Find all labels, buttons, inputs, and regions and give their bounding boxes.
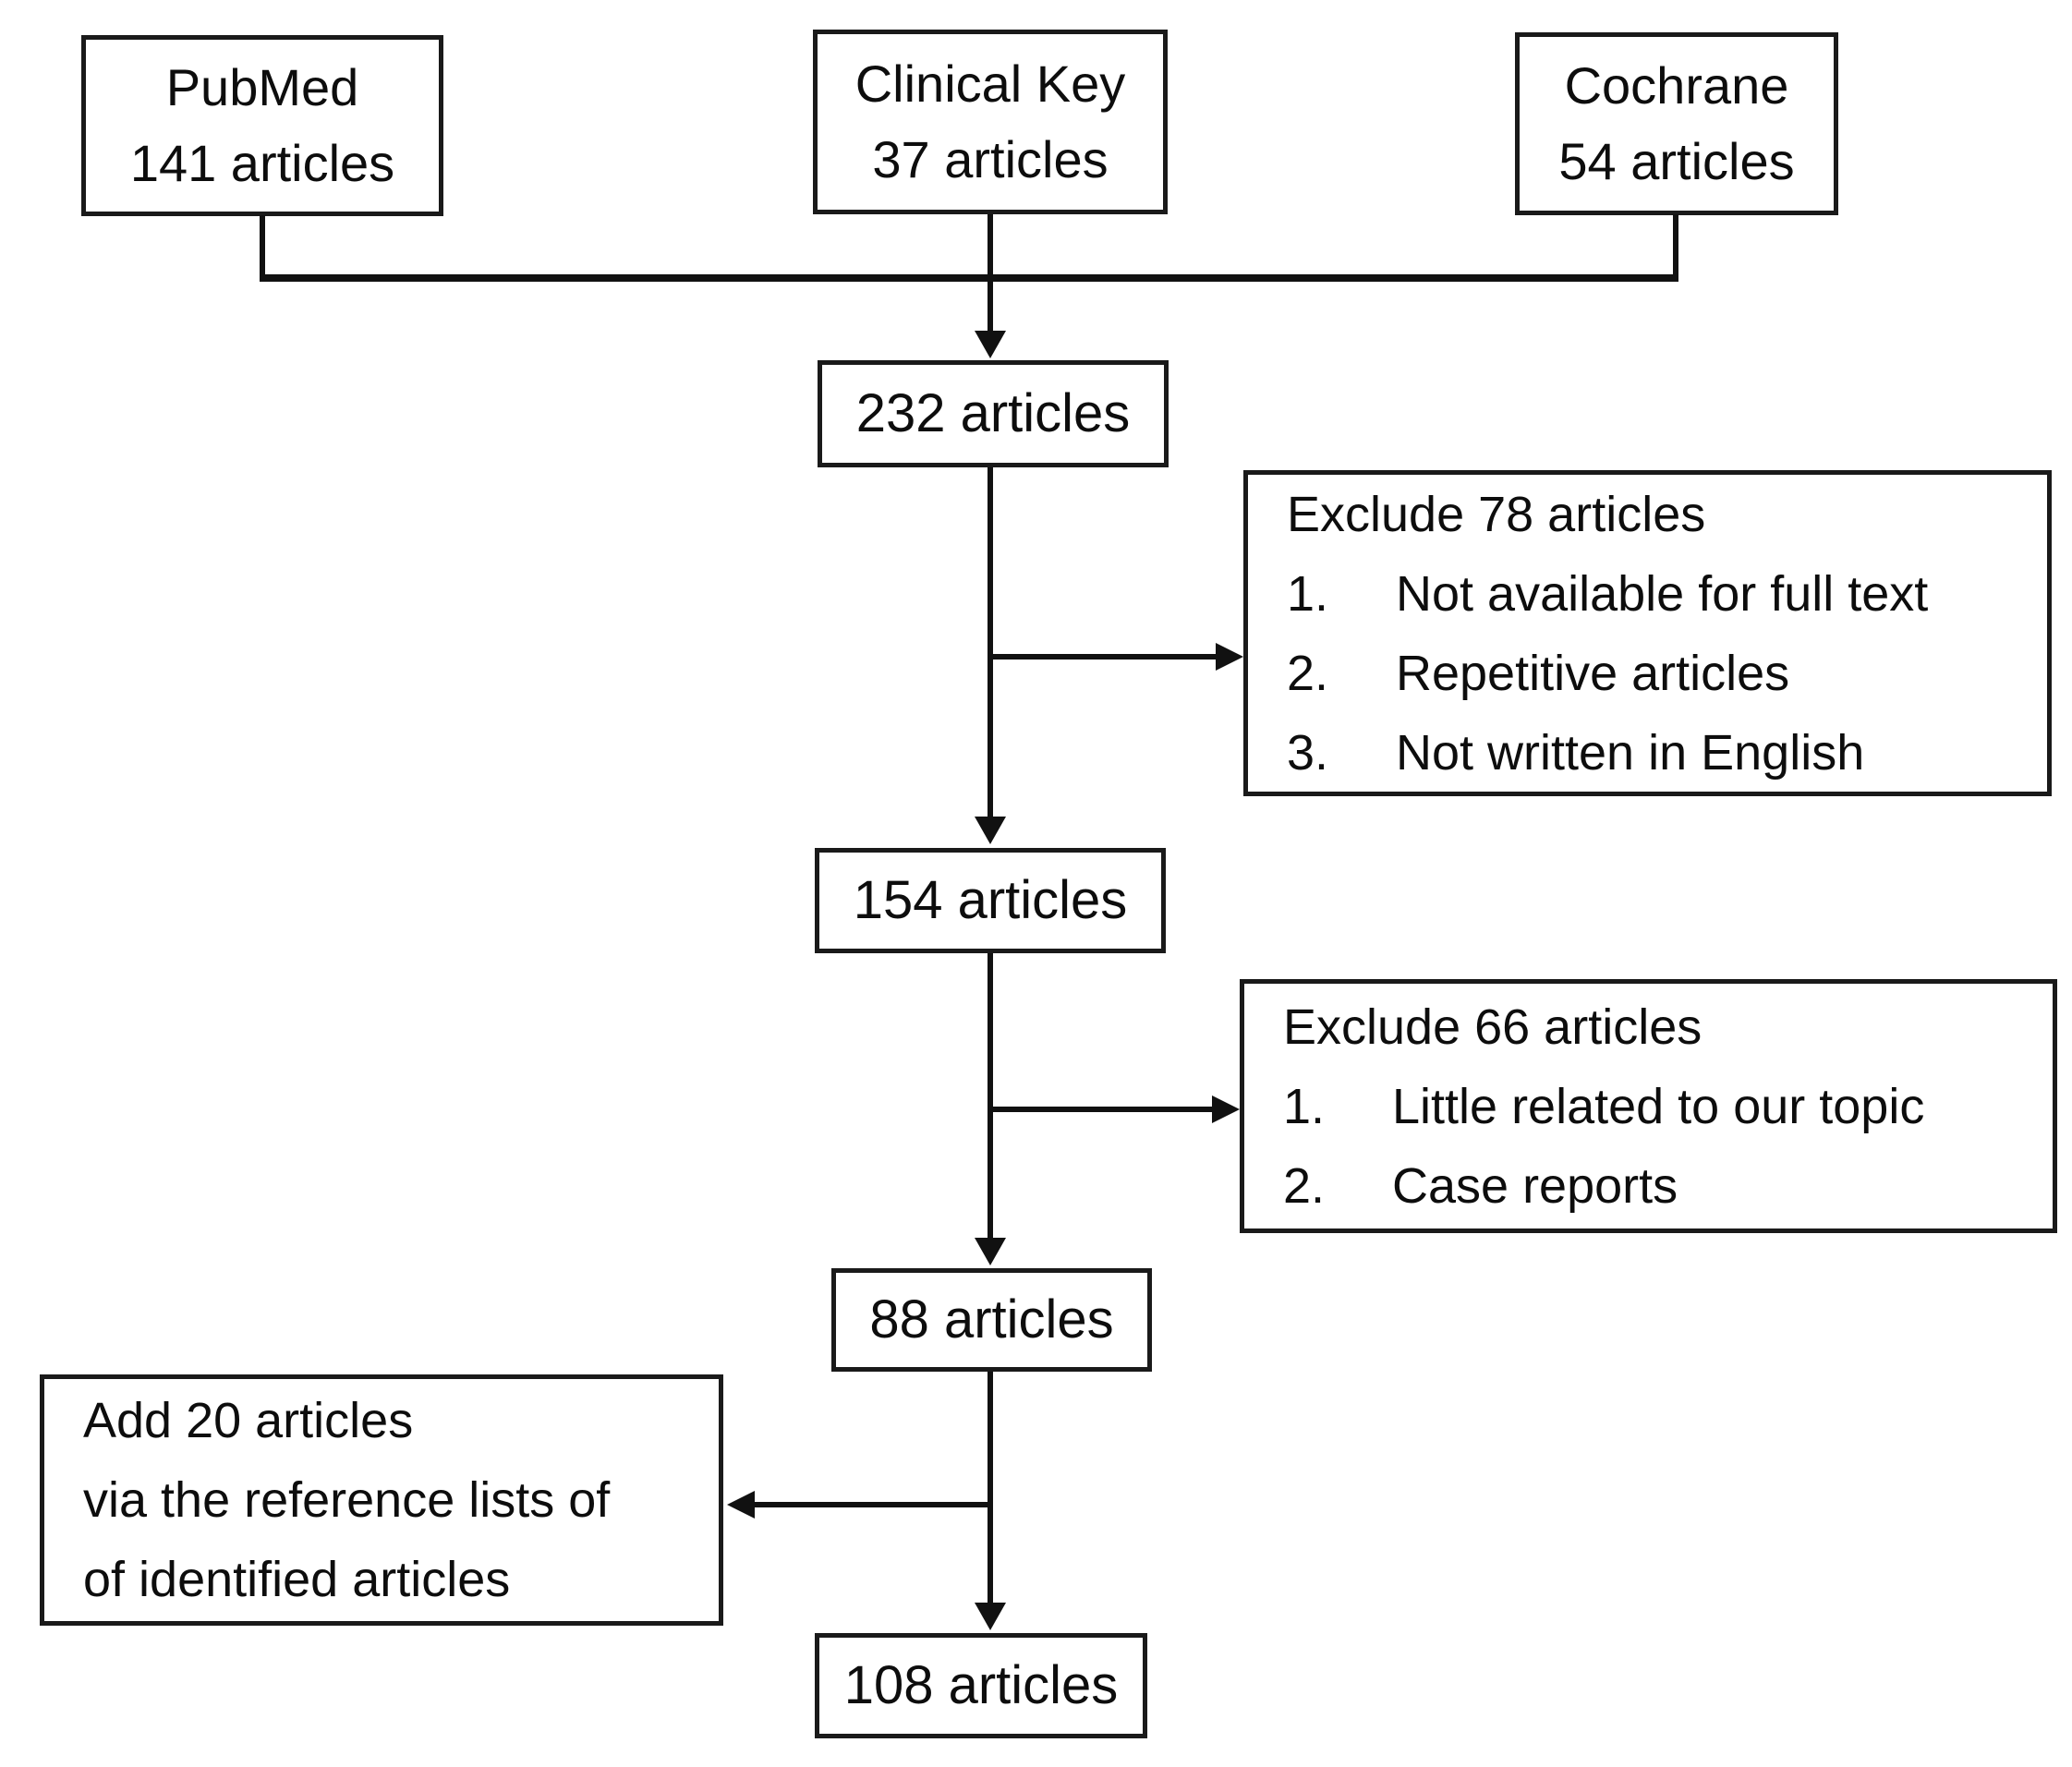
connector-stub-pubmed [260, 215, 265, 278]
box-source-clinical-key: Clinical Key 37 articles [813, 30, 1168, 214]
arrowhead-into-154 [975, 817, 1006, 844]
box-stage-154: 154 articles [815, 848, 1166, 953]
source-name: Cochrane [1564, 56, 1789, 115]
item-text: Not available for full text [1396, 565, 1929, 622]
arrowhead-into-108 [975, 1603, 1006, 1630]
connector-pooled-to-154 [988, 467, 993, 818]
exclusion-item: 1. Not available for full text [1287, 554, 1928, 634]
stage-label: 154 articles [853, 870, 1128, 930]
stage-label: 88 articles [869, 1289, 1114, 1349]
box-source-cochrane: Cochrane 54 articles [1515, 32, 1838, 215]
connector-branch-exclusion1 [989, 654, 1218, 660]
item-number: 3. [1287, 724, 1329, 781]
box-stage-88: 88 articles [831, 1268, 1152, 1372]
item-number: 2. [1283, 1157, 1326, 1214]
exclusion-title: Exclude 66 articles [1283, 998, 1702, 1055]
source-name: Clinical Key [854, 54, 1126, 113]
connector-branch-addition [755, 1502, 991, 1507]
exclusion-title: Exclude 78 articles [1287, 486, 1706, 542]
exclusion-item: 2. Repetitive articles [1287, 634, 1789, 713]
box-source-pubmed: PubMed 141 articles [81, 35, 443, 216]
stage-label: 108 articles [843, 1655, 1119, 1715]
item-text: Case reports [1392, 1157, 1678, 1214]
box-stage-232: 232 articles [818, 360, 1169, 467]
arrowhead-into-exclusion2 [1212, 1095, 1240, 1123]
box-stage-108: 108 articles [815, 1633, 1147, 1738]
source-count: 37 articles [872, 130, 1109, 188]
item-text: Not written in English [1396, 724, 1865, 781]
addition-line: Add 20 articles [83, 1393, 414, 1448]
exclusion-item: 3. Not written in English [1287, 713, 1864, 793]
exclusion-item: 2. Case reports [1283, 1146, 1678, 1226]
item-number: 1. [1283, 1078, 1326, 1134]
connector-88-to-108 [988, 1372, 993, 1604]
source-name: PubMed [165, 58, 359, 116]
connector-merge-horizontal [260, 274, 1678, 282]
arrowhead-into-exclusion1 [1216, 643, 1243, 671]
connector-154-to-88 [988, 953, 993, 1240]
item-text: Little related to our topic [1392, 1078, 1925, 1134]
exclusion-item: 1. Little related to our topic [1283, 1067, 1924, 1146]
stage-label: 232 articles [855, 383, 1131, 443]
box-exclusion-1: Exclude 78 articles 1. Not available for… [1243, 470, 2052, 796]
item-text: Repetitive articles [1396, 645, 1790, 701]
addition-line: of identified articles [83, 1552, 511, 1607]
box-addition: Add 20 articles via the reference lists … [40, 1374, 723, 1626]
source-count: 141 articles [129, 134, 395, 192]
addition-line: via the reference lists of [83, 1472, 611, 1528]
arrowhead-into-pooled [975, 331, 1006, 358]
arrowhead-into-88 [975, 1238, 1006, 1265]
arrowhead-into-addition [727, 1491, 755, 1519]
source-count: 54 articles [1558, 132, 1795, 190]
box-exclusion-2: Exclude 66 articles 1. Little related to… [1240, 979, 2057, 1233]
connector-branch-exclusion2 [989, 1107, 1214, 1112]
item-number: 2. [1287, 645, 1329, 701]
item-number: 1. [1287, 565, 1329, 622]
connector-merge-to-pooled [988, 282, 993, 331]
connector-stub-clinical-key [988, 214, 993, 281]
connector-stub-cochrane [1673, 214, 1678, 281]
